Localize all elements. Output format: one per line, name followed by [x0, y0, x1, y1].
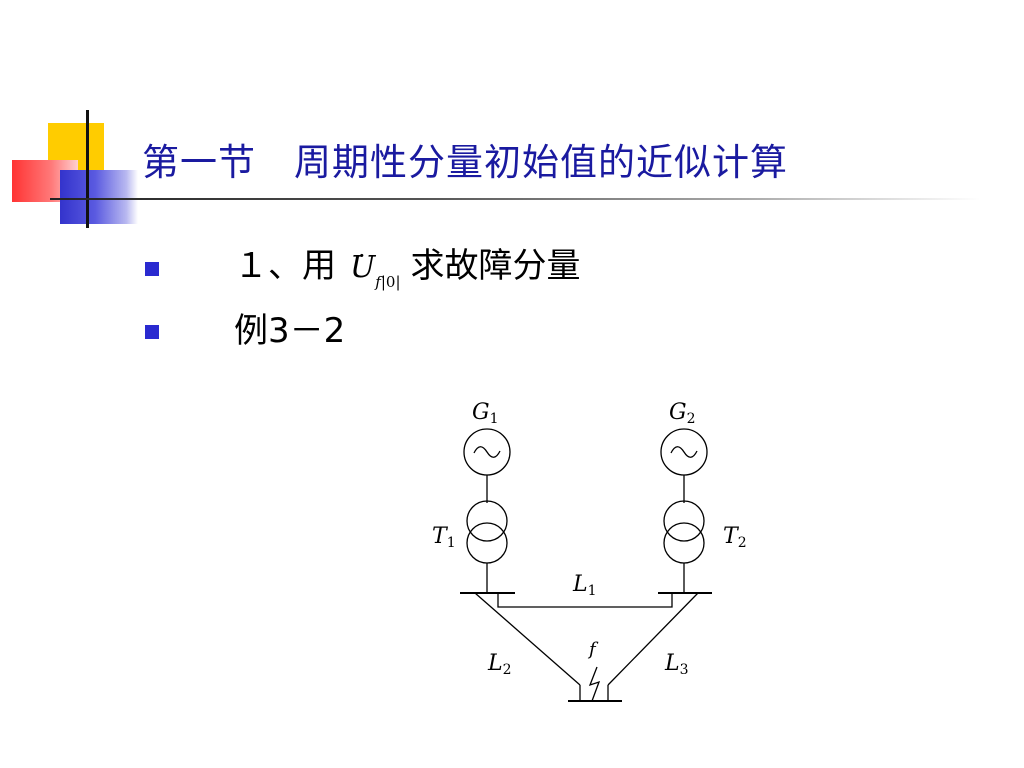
bullet-1-prefix: １、用 [234, 246, 336, 286]
transformer-t2-lower [663, 522, 705, 564]
g1-sine-icon [473, 446, 501, 458]
fault-lightning-icon [588, 666, 601, 702]
label-g1: G1 [472, 400, 499, 427]
transformer-t2-upper [663, 500, 705, 542]
label-fault: f [587, 639, 599, 660]
voltage-subscript-index: |0| [380, 273, 401, 291]
label-t2: T2 [723, 524, 747, 551]
voltage-symbol-letter: U [350, 250, 376, 285]
circuit-diagram: G1 G2 T1 T2 L1 L2 L3 f [432, 400, 747, 702]
label-l1: L1 [572, 572, 597, 599]
label-l3: L3 [664, 651, 689, 678]
bullet-marker-2 [145, 325, 159, 339]
decor-blue-square [60, 170, 138, 224]
label-t1: T1 [432, 524, 456, 551]
bullet-text-2: 例3－2 [234, 311, 346, 351]
decor-vertical-line [86, 110, 89, 228]
g2-sine-icon [670, 446, 698, 458]
transformer-t1-upper [466, 500, 508, 542]
line-l3 [607, 592, 699, 686]
bullet-1-suffix: 求故障分量 [410, 246, 581, 286]
bullet-text-1: １、用·Uf|0|求故障分量 [234, 238, 581, 291]
voltage-symbol: ·Uf|0| [350, 242, 401, 291]
transformer-t1-lower [466, 522, 508, 564]
label-g2: G2 [669, 400, 696, 427]
voltage-symbol-subscript: f|0| [375, 273, 400, 291]
voltage-subscript-var: f [375, 273, 381, 291]
bullet-marker-1 [145, 262, 159, 276]
label-l2: L2 [487, 651, 512, 678]
page-title: 第一节 周期性分量初始值的近似计算 [142, 141, 788, 184]
line-l2 [474, 592, 581, 686]
title-underline [50, 198, 980, 200]
line-l1 [497, 593, 673, 608]
phasor-dot: · [358, 242, 366, 270]
